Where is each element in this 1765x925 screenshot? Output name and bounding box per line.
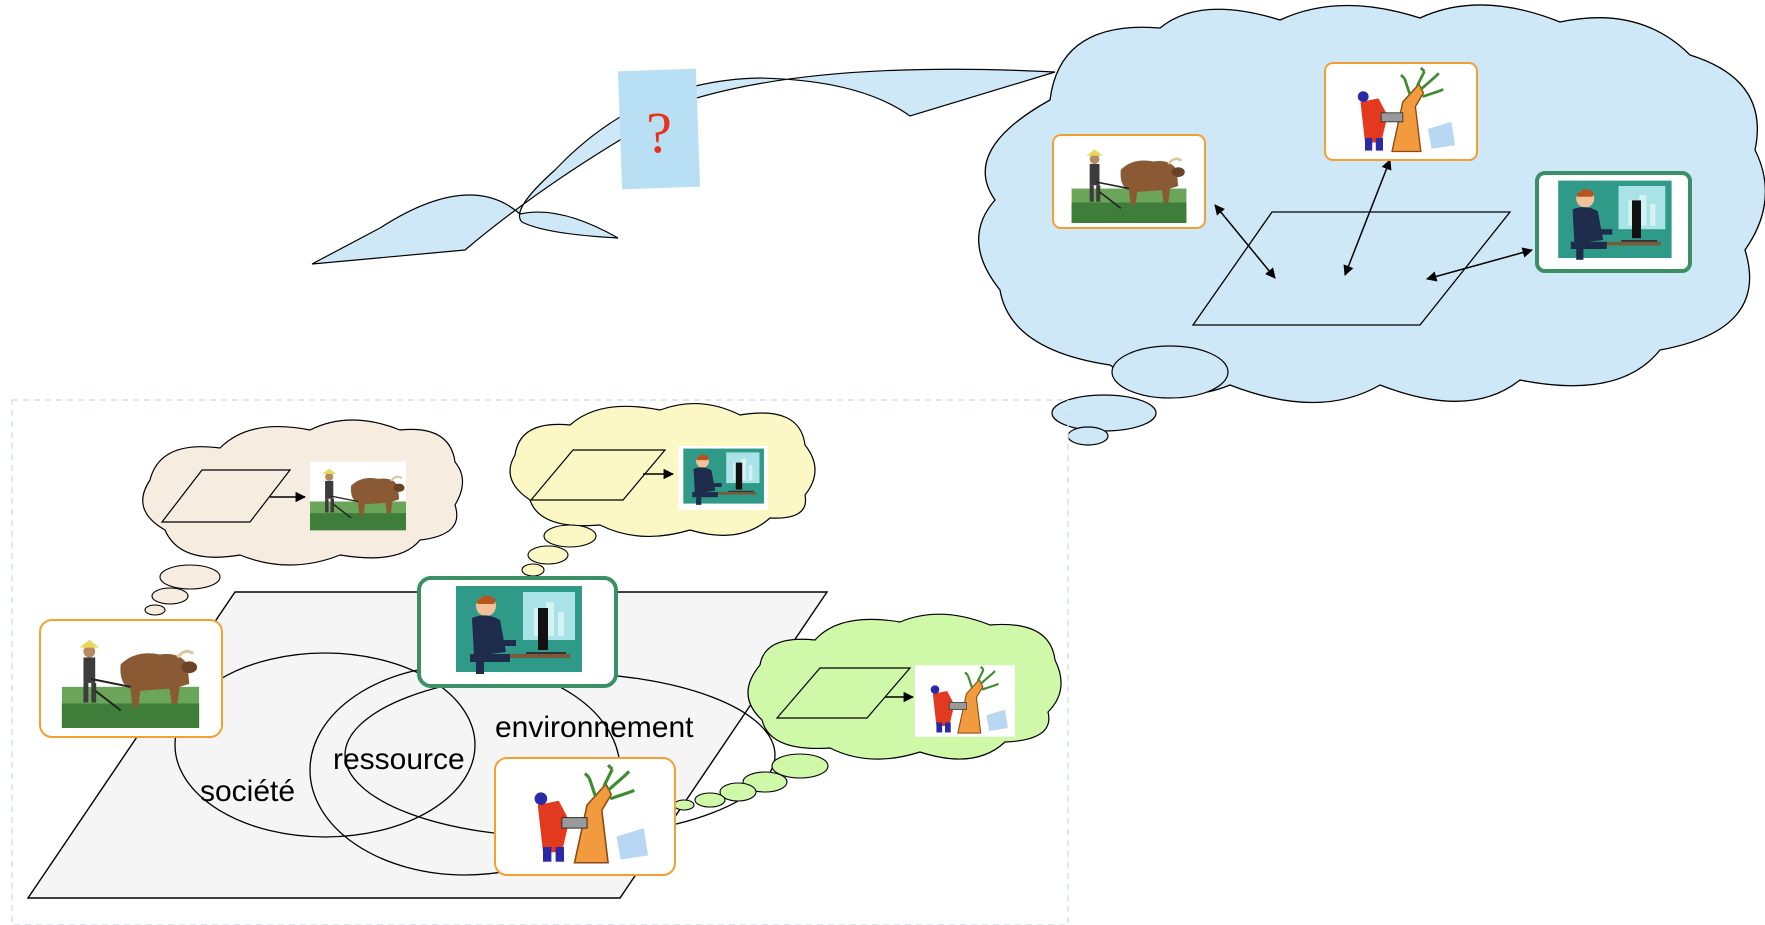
lumberjack-tree-icon: [915, 663, 1015, 739]
farmer-ox-plow-icon: [60, 630, 201, 728]
label-society: société: [200, 775, 295, 808]
lumberjack-tree-icon: [1336, 66, 1466, 156]
model-links: [1214, 159, 1534, 282]
local-context-frame: [11, 399, 1069, 925]
question-card: ?: [617, 68, 701, 190]
person-at-computer-icon: [1551, 177, 1677, 267]
scientist-thought-cloud: [509, 403, 816, 577]
cloud-farmer-card: [1052, 134, 1206, 229]
cloud-scientist-card: [1535, 171, 1692, 273]
question-mark: ?: [646, 100, 672, 165]
farmer-ox-plow-icon: [310, 460, 406, 532]
farmer-card: [39, 619, 223, 738]
cloud-logger-card: [1324, 62, 1478, 161]
logger-thought-cloud: [673, 613, 1062, 811]
farmer-thought-cloud: [142, 419, 464, 616]
farmer-ox-plow-icon: [1070, 141, 1188, 223]
lumberjack-tree-icon: [509, 763, 661, 868]
label-resource: ressource: [333, 743, 465, 776]
person-at-computer-icon: [448, 582, 588, 682]
person-at-computer-icon: [678, 446, 768, 510]
scientist-card: [417, 576, 618, 688]
logger-card: [494, 757, 676, 876]
label-environment: environnement: [495, 711, 694, 744]
